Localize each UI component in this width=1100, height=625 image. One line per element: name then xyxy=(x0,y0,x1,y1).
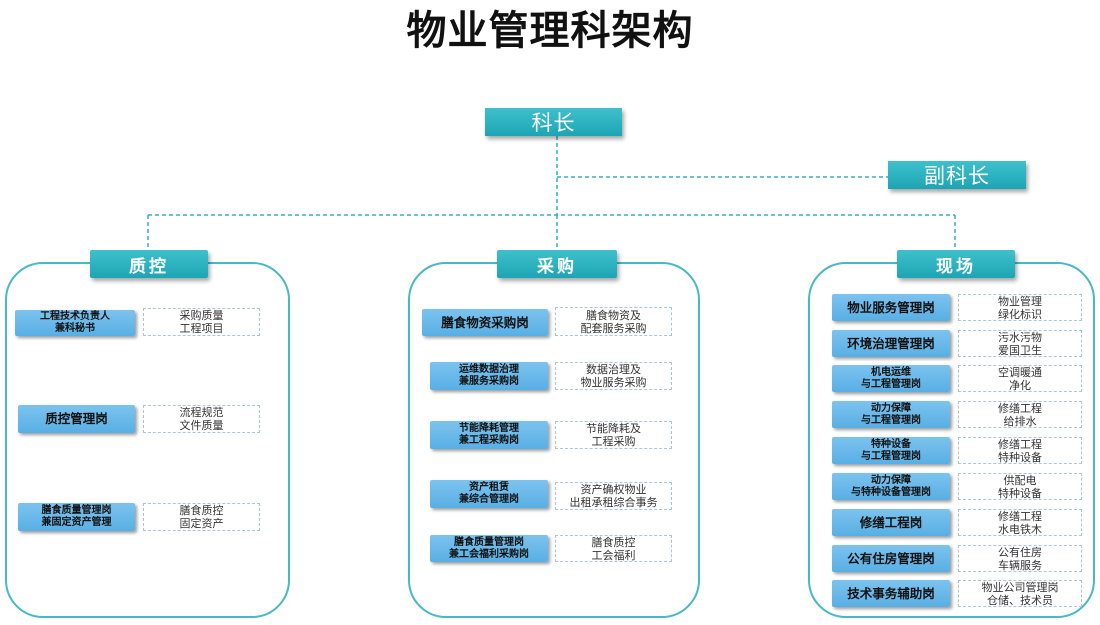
duty-note: 修缮工程 特种设备 xyxy=(958,437,1082,464)
duty-note: 物业管理 绿化标识 xyxy=(958,294,1082,321)
position-box: 工程技术负责人 兼科秘书 xyxy=(15,310,135,336)
position-box: 机电运维 与工程管理岗 xyxy=(832,365,950,392)
duty-note: 资产确权物业 出租承租综合事务 xyxy=(555,482,672,510)
duty-note: 数据治理及 物业服务采购 xyxy=(555,362,672,390)
position-box: 公有住房管理岗 xyxy=(832,545,950,572)
duty-note: 节能降耗及 工程采购 xyxy=(555,421,672,449)
duty-note: 膳食质控 固定资产 xyxy=(143,503,260,531)
section-header-onsite: 现场 xyxy=(897,250,1015,278)
section-header-qc: 质控 xyxy=(90,250,208,278)
deputy-chief-node: 副科长 xyxy=(888,161,1026,189)
position-box: 膳食质量管理岗 兼工会福利采购岗 xyxy=(430,535,548,562)
position-box: 技术事务辅助岗 xyxy=(832,580,950,607)
duty-note: 物业公司管理岗 仓储、技术员 xyxy=(958,580,1082,607)
position-box: 运维数据治理 兼服务采购岗 xyxy=(430,362,548,390)
position-box: 物业服务管理岗 xyxy=(832,294,950,321)
position-box: 资产租赁 兼综合管理岗 xyxy=(430,480,548,508)
duty-note: 污水污物 爱国卫生 xyxy=(958,330,1082,357)
position-box: 动力保障 与工程管理岗 xyxy=(832,401,950,428)
position-box: 质控管理岗 xyxy=(18,405,135,433)
position-box: 环境治理管理岗 xyxy=(832,330,950,357)
position-box: 节能降耗管理 兼工程采购岗 xyxy=(430,421,548,449)
duty-note: 空调暖通 净化 xyxy=(958,365,1082,392)
section-header-procurement: 采购 xyxy=(497,250,617,278)
duty-note: 修缮工程 给排水 xyxy=(958,401,1082,428)
position-box: 特种设备 与工程管理岗 xyxy=(832,437,950,464)
page-title: 物业管理科架构 xyxy=(406,8,694,54)
duty-note: 修缮工程 水电铁木 xyxy=(958,509,1082,536)
duty-note: 膳食质控 工会福利 xyxy=(555,535,672,562)
duty-note: 公有住房 车辆服务 xyxy=(958,545,1082,572)
duty-note: 采购质量 工程项目 xyxy=(143,308,260,336)
position-box: 动力保障 与特种设备管理岗 xyxy=(832,473,950,500)
duty-note: 膳食物资及 配套服务采购 xyxy=(555,307,672,336)
chief-node: 科长 xyxy=(485,108,622,136)
position-box: 修缮工程岗 xyxy=(832,509,950,536)
position-box: 膳食质量管理岗 兼固定资产管理 xyxy=(18,503,135,531)
position-box: 膳食物资采购岗 xyxy=(422,309,548,336)
duty-note: 供配电 特种设备 xyxy=(958,473,1082,500)
duty-note: 流程规范 文件质量 xyxy=(143,405,260,433)
